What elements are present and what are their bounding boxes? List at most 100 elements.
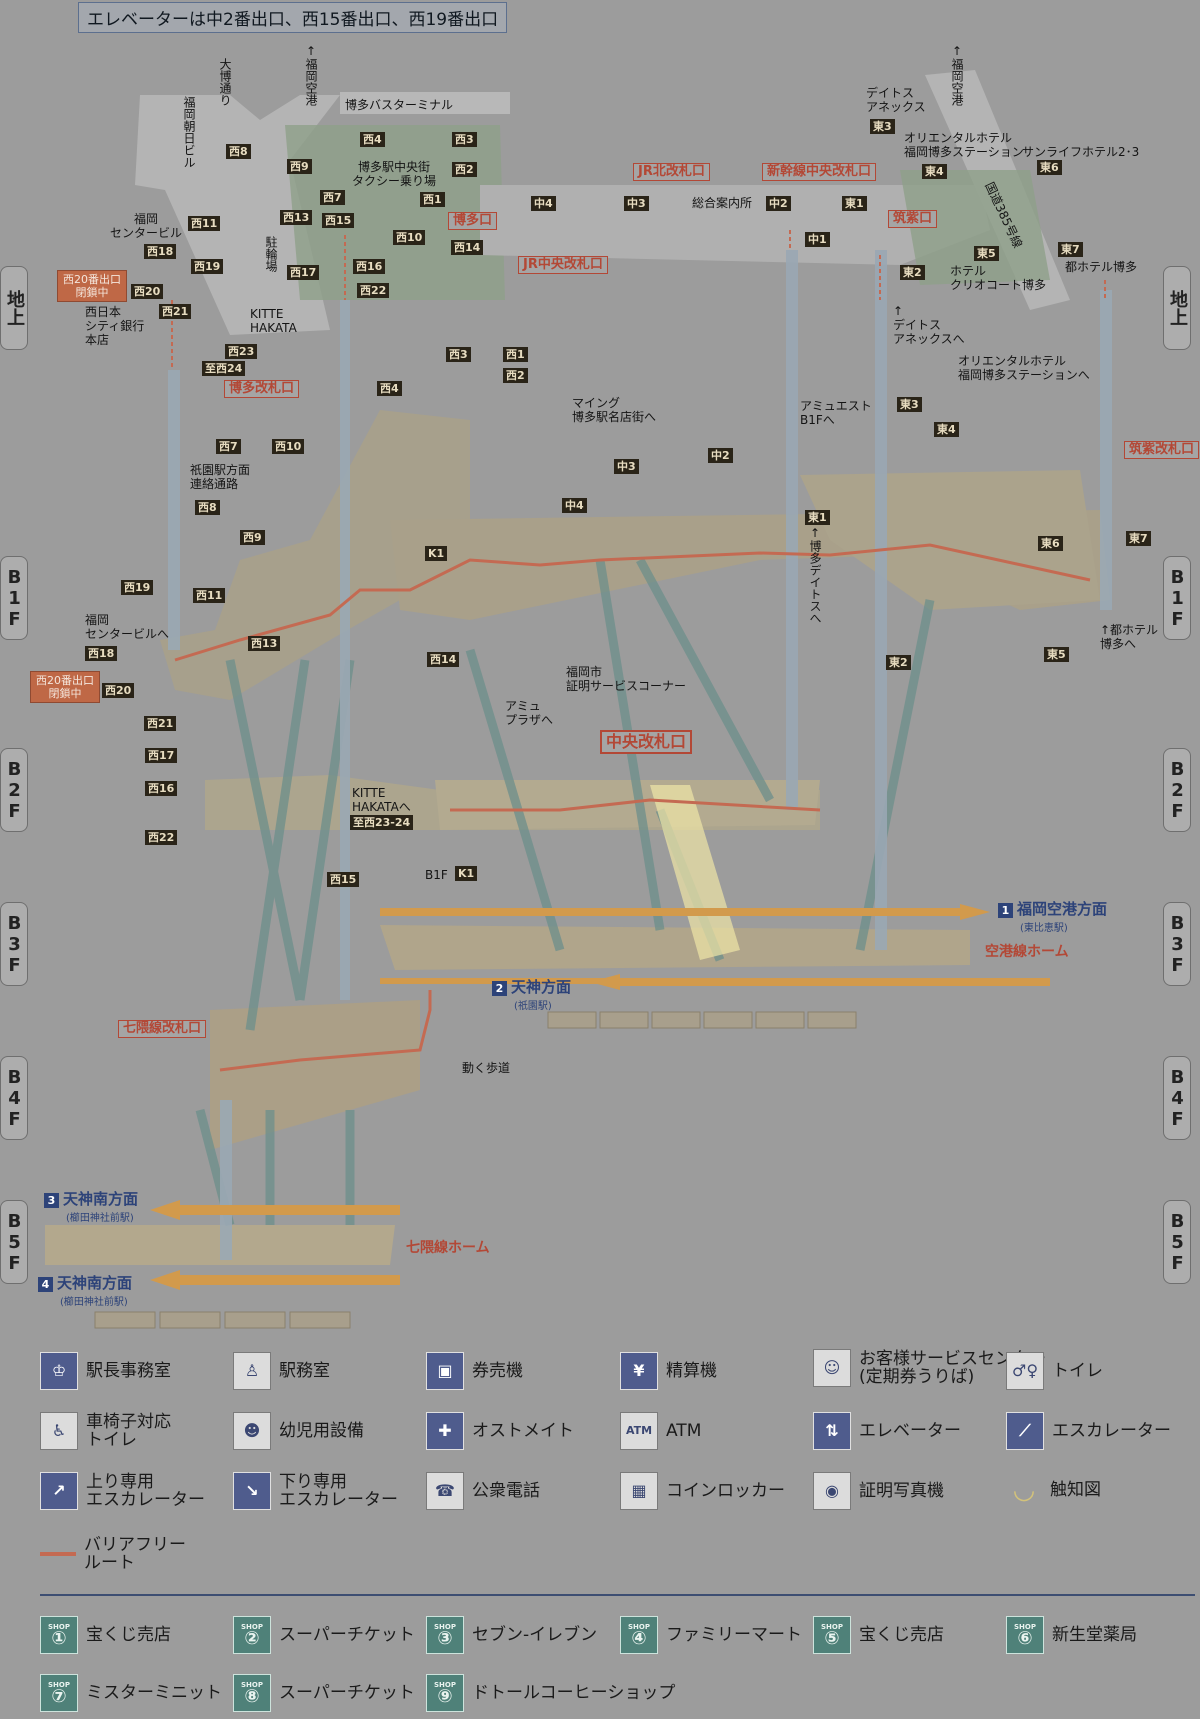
floor-tab-b4f[interactable]: B4F bbox=[0, 1056, 28, 1140]
exit-to-w24[interactable]: 至西24 bbox=[202, 361, 246, 376]
exit-e3[interactable]: 東3 bbox=[870, 119, 895, 134]
exit-k1[interactable]: K1 bbox=[425, 546, 448, 561]
exit-e2[interactable]: 東2 bbox=[900, 265, 925, 280]
customer-service-icon: ☺ bbox=[813, 1349, 851, 1387]
exit-b1-e6[interactable]: 東6 bbox=[1038, 536, 1063, 551]
label-daihaku-street: 大博通り bbox=[218, 58, 232, 106]
exit-e7[interactable]: 東7 bbox=[1058, 242, 1083, 257]
exit-c1[interactable]: 中1 bbox=[805, 232, 830, 247]
exit-e5[interactable]: 東5 bbox=[974, 246, 999, 261]
exit-w3[interactable]: 西3 bbox=[452, 132, 477, 147]
exit-b1-w2[interactable]: 西2 bbox=[503, 368, 528, 383]
escalator-icon: ⟋ bbox=[1006, 1412, 1044, 1450]
exit-w11[interactable]: 西11 bbox=[188, 216, 221, 231]
gate-jr-central: JR中央改札口 bbox=[518, 256, 608, 274]
exit-b1-e4[interactable]: 東4 bbox=[934, 422, 959, 437]
exit-w7[interactable]: 西7 bbox=[320, 190, 345, 205]
exit-b1-e7[interactable]: 東7 bbox=[1126, 531, 1151, 546]
exit-b1-w7[interactable]: 西7 bbox=[216, 439, 241, 454]
exit-to-w23-24[interactable]: 至西23-24 bbox=[350, 815, 414, 830]
floor-tab-b2f-right[interactable]: B2F bbox=[1163, 748, 1191, 832]
exit-b1-w8[interactable]: 西8 bbox=[195, 500, 220, 515]
b1f-concourse-west bbox=[160, 410, 470, 700]
exit-c4[interactable]: 中4 bbox=[531, 196, 556, 211]
b4f-concourse bbox=[210, 1000, 420, 1150]
b2f-central-hall bbox=[435, 780, 820, 830]
exit-w19[interactable]: 西19 bbox=[191, 259, 224, 274]
exit-w15[interactable]: 西15 bbox=[322, 213, 355, 228]
label-ming: マイング 博多駅名店街へ bbox=[572, 396, 657, 424]
floor-tab-ground-right[interactable]: 地上 bbox=[1163, 266, 1191, 350]
exit-w14[interactable]: 西14 bbox=[451, 240, 484, 255]
exit-b2-w21[interactable]: 西21 bbox=[144, 716, 177, 731]
floor-tab-b5f[interactable]: B5F bbox=[0, 1200, 28, 1284]
exit-b3-w15[interactable]: 西15 bbox=[327, 872, 360, 887]
exit-w13[interactable]: 西13 bbox=[280, 210, 313, 225]
exit-w16[interactable]: 西16 bbox=[353, 259, 386, 274]
exit-w9[interactable]: 西9 bbox=[287, 159, 312, 174]
label-hakata-bus-terminal: 博多バスターミナル bbox=[345, 98, 454, 112]
exit-w2[interactable]: 西2 bbox=[452, 162, 477, 177]
exit-b1-e5[interactable]: 東5 bbox=[1044, 647, 1069, 662]
exit-c3[interactable]: 中3 bbox=[624, 196, 649, 211]
exit-b1-w19[interactable]: 西19 bbox=[121, 580, 154, 595]
exit-w8[interactable]: 西8 bbox=[226, 144, 251, 159]
exit-e4[interactable]: 東4 bbox=[922, 164, 947, 179]
exit-b1-c2[interactable]: 中2 bbox=[708, 448, 733, 463]
exit-b2-w16[interactable]: 西16 bbox=[145, 781, 178, 796]
exit-b1-e1[interactable]: 東1 bbox=[805, 510, 830, 525]
exit-b1-w20[interactable]: 西20 bbox=[102, 683, 135, 698]
exit-b1-w4[interactable]: 西4 bbox=[377, 381, 402, 396]
exit-b1-w10[interactable]: 西10 bbox=[272, 439, 305, 454]
exit-b1-e2[interactable]: 東2 bbox=[886, 655, 911, 670]
barrier-free-route-icon bbox=[40, 1552, 76, 1556]
exit-k1-b3[interactable]: K1 bbox=[455, 866, 478, 881]
exit-b1-c3[interactable]: 中3 bbox=[614, 459, 639, 474]
legend-stationmaster-office: ♔ 駅長事務室 bbox=[40, 1352, 171, 1390]
ground-east-block bbox=[900, 170, 1050, 285]
floor-tab-ground[interactable]: 地上 bbox=[0, 266, 28, 350]
exit-w22[interactable]: 西22 bbox=[357, 283, 390, 298]
exit-w18[interactable]: 西18 bbox=[144, 244, 177, 259]
floor-tab-b1f-right[interactable]: B1F bbox=[1163, 556, 1191, 640]
legend-down-escalator: ↘ 下り専用 エスカレーター bbox=[233, 1472, 398, 1510]
exit-w20[interactable]: 西20 bbox=[131, 284, 164, 299]
fare-adjustment-icon: ¥ bbox=[620, 1352, 658, 1390]
exit-e6[interactable]: 東6 bbox=[1037, 160, 1062, 175]
floor-tab-b3f[interactable]: B3F bbox=[0, 902, 28, 986]
exit-b1-w18[interactable]: 西18 bbox=[85, 646, 118, 661]
exit-c2[interactable]: 中2 bbox=[766, 196, 791, 211]
exit-b1-w3[interactable]: 西3 bbox=[446, 347, 471, 362]
exit-w10[interactable]: 西10 bbox=[393, 230, 426, 245]
floor-tab-b2f[interactable]: B2F bbox=[0, 748, 28, 832]
exit-b1-c4[interactable]: 中4 bbox=[562, 498, 587, 513]
exit-b2-w17[interactable]: 西17 bbox=[145, 748, 178, 763]
exit-e1[interactable]: 東1 bbox=[842, 196, 867, 211]
exit-w23[interactable]: 西23 bbox=[225, 344, 258, 359]
nanakuma-line-platform: 七隈線ホーム bbox=[406, 1240, 490, 1256]
floor-tab-b1f[interactable]: B1F bbox=[0, 556, 28, 640]
exit-b1-w9[interactable]: 西9 bbox=[240, 530, 265, 545]
floor-tab-b4f-right[interactable]: B4F bbox=[1163, 1056, 1191, 1140]
exit-b1-w1[interactable]: 西1 bbox=[503, 347, 528, 362]
legend-divider bbox=[40, 1594, 1195, 1596]
exit-w17[interactable]: 西17 bbox=[287, 265, 320, 280]
exit-w4[interactable]: 西4 bbox=[360, 132, 385, 147]
exit-w1[interactable]: 西1 bbox=[420, 192, 445, 207]
legend-public-phone: ☎ 公衆電話 bbox=[426, 1472, 540, 1510]
exit-b1-w14[interactable]: 西14 bbox=[427, 652, 460, 667]
floor-tab-b5f-right[interactable]: B5F bbox=[1163, 1200, 1191, 1284]
exit-b1-e3[interactable]: 東3 bbox=[897, 397, 922, 412]
label-fukuoka-center-bldg: 福岡 センタービル bbox=[110, 212, 183, 240]
exit-b1-w13[interactable]: 西13 bbox=[248, 636, 281, 651]
down-escalator-icon: ↘ bbox=[233, 1472, 271, 1510]
exit-w21[interactable]: 西21 bbox=[159, 304, 192, 319]
exit-b1-w11[interactable]: 西11 bbox=[193, 588, 226, 603]
floor-tab-b3f-right[interactable]: B3F bbox=[1163, 902, 1191, 986]
exit-b2-w22[interactable]: 西22 bbox=[145, 830, 178, 845]
